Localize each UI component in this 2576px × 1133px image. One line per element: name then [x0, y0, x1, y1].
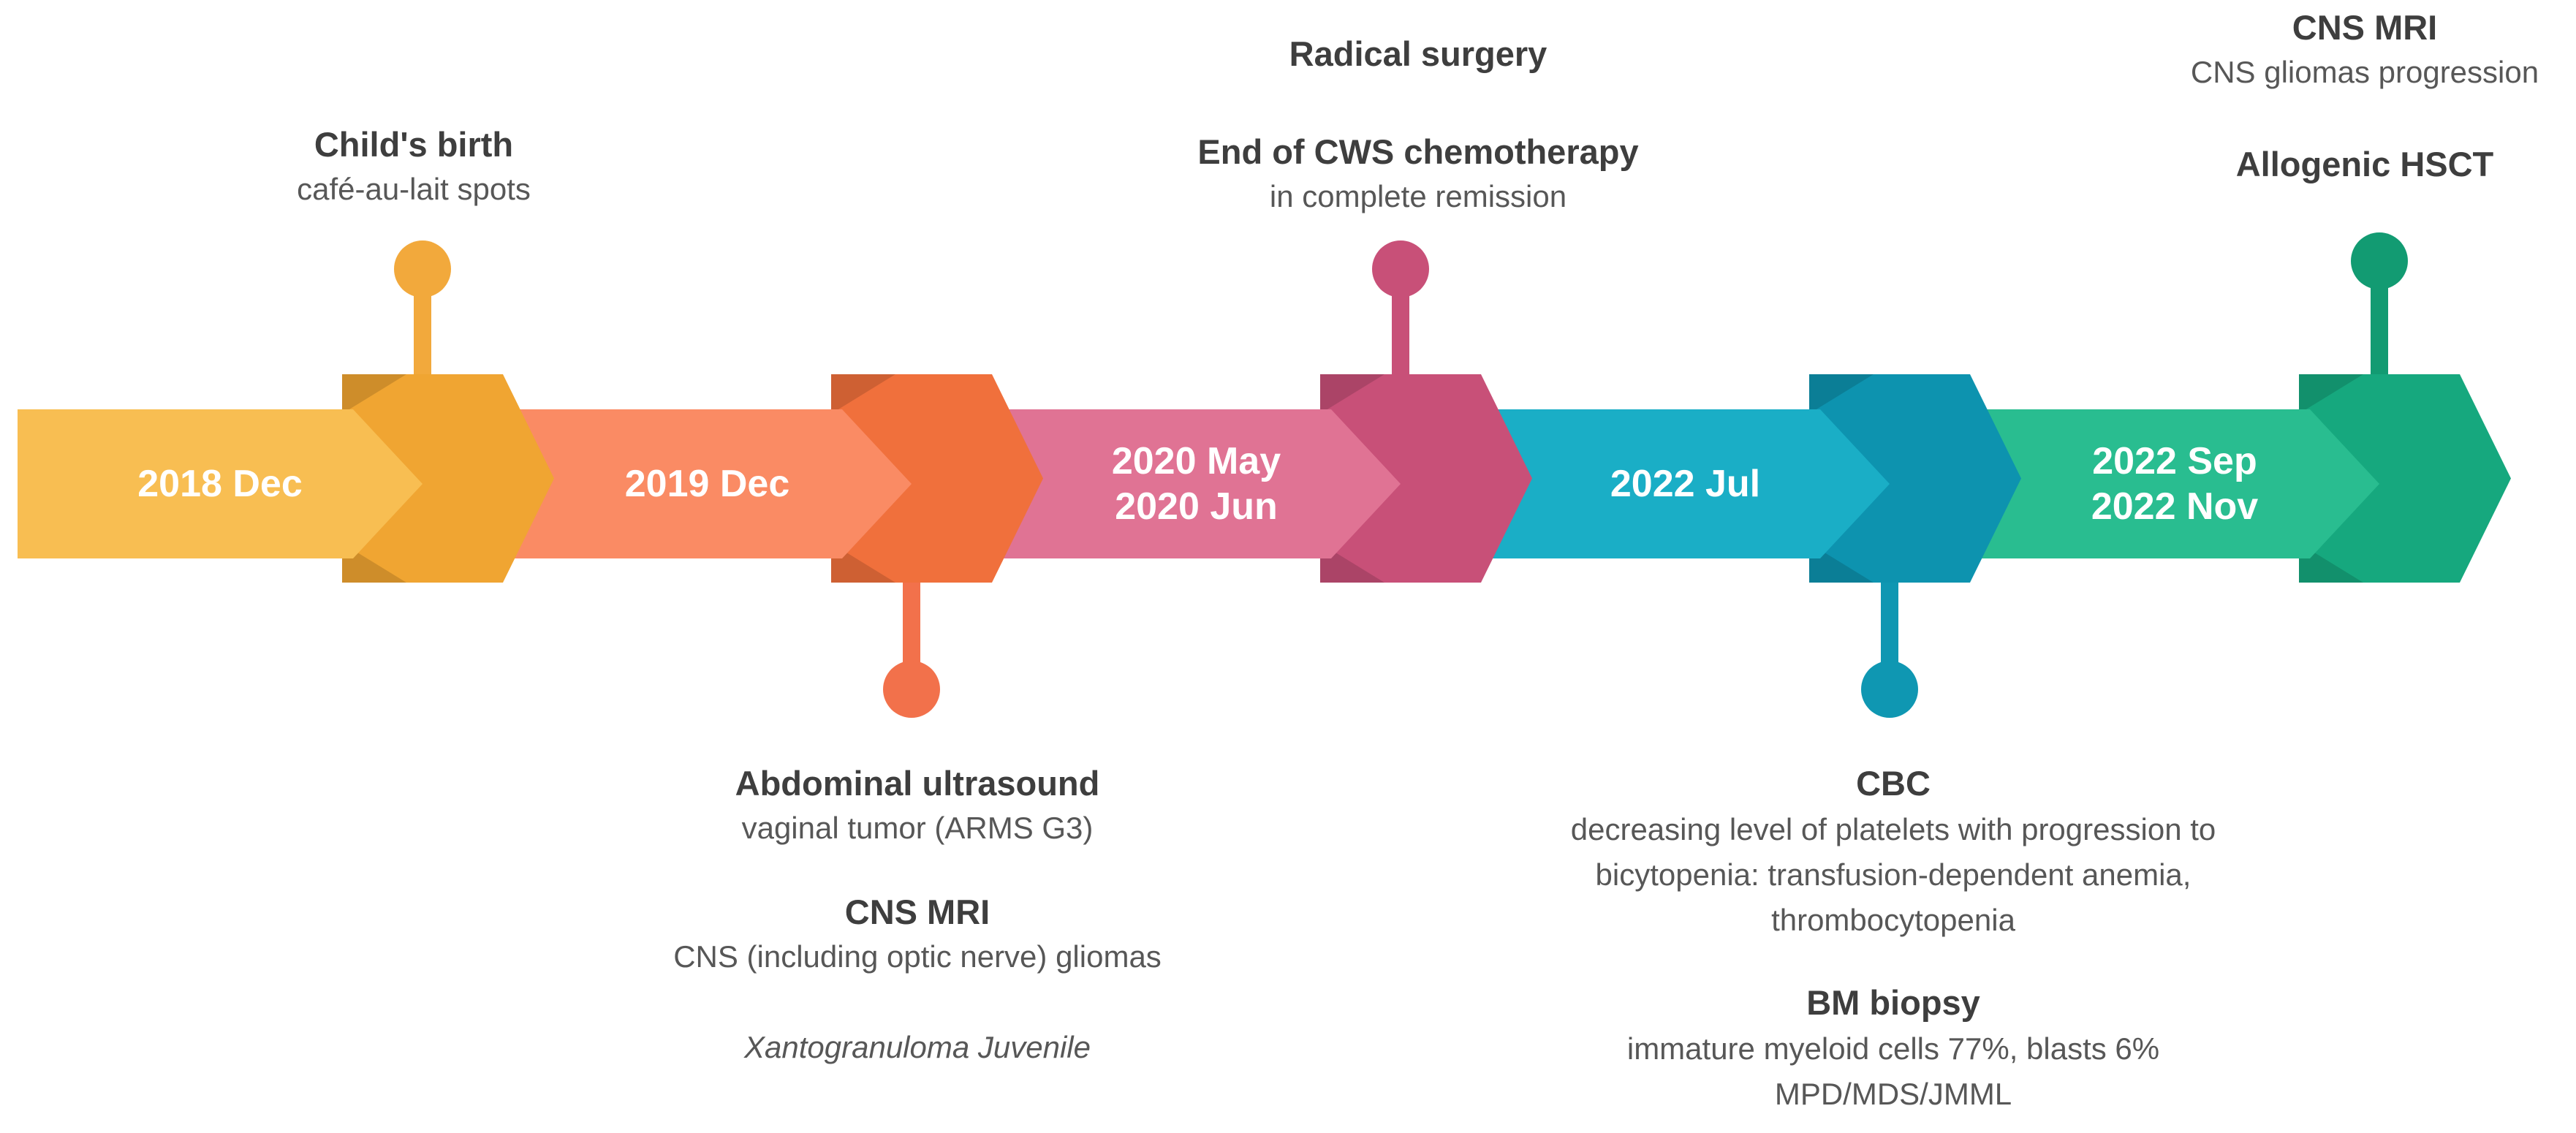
timeline-bar-2022-jul: 2022 Jul: [1481, 409, 1890, 558]
annotation-title: CNS MRI: [2292, 8, 2438, 47]
chevron-arrow-3: [1320, 374, 1532, 583]
annotation-title: BM biopsy: [1806, 983, 1980, 1022]
annotation-title: End of CWS chemotherapy: [1197, 132, 1639, 171]
annotation-subtitle: CNS (including optic nerve) gliomas: [673, 939, 1162, 974]
chevron-bevel-top: [2299, 374, 2363, 414]
annotation-bm-biopsy: BM biopsy immature myeloid cells 77%, bl…: [1627, 982, 2159, 1117]
timeline-bar-2022-sep-nov: 2022 Sep 2022 Nov: [1970, 409, 2379, 558]
bar-label-line1: 2019 Dec: [624, 463, 790, 505]
annotation-cbc: CBC decreasing level of platelets with p…: [1571, 763, 2216, 943]
chevron-bevel-top: [1320, 374, 1384, 414]
annotation-allogenic-hsct: Allogenic HSCT: [2236, 144, 2494, 185]
annotation-subtitle: CNS gliomas progression: [2190, 55, 2539, 89]
bar-label-line2: 2020 Jun: [1115, 485, 1278, 528]
pin-head-birth: [394, 240, 451, 298]
bar-label-line2: 2022 Nov: [2091, 485, 2259, 528]
bar-label-line1: 2020 May: [1111, 440, 1281, 482]
annotation-xantogranuloma: Xantogranuloma Juvenile: [744, 1025, 1091, 1070]
chevron-bevel-top: [1809, 374, 1874, 414]
annotation-line: decreasing level of platelets with progr…: [1570, 812, 2216, 846]
annotation-cns-mri-bottom: CNS MRI CNS (including optic nerve) glio…: [673, 892, 1162, 979]
annotation-title: Allogenic HSCT: [2235, 145, 2494, 183]
annotation-title: CNS MRI: [844, 893, 990, 931]
pin-head-abdominal: [883, 661, 940, 718]
chevron-bevel-top: [831, 374, 895, 414]
annotation-subtitle: in complete remission: [1269, 179, 1567, 213]
pin-stem-hsct: [2371, 281, 2388, 383]
pin-head-hsct: [2351, 232, 2408, 289]
annotation-subtitle: café-au-lait spots: [297, 172, 531, 206]
chevron-bevel-top: [342, 374, 406, 414]
pin-stem-abdominal: [903, 575, 920, 670]
annotation-title: Radical surgery: [1289, 34, 1548, 73]
pin-head-cws: [1372, 240, 1429, 298]
timeline-bar-2019-dec: 2019 Dec: [503, 409, 912, 558]
pin-stem-cws: [1392, 289, 1409, 384]
timeline-bar-2020-may-jun: 2020 May 2020 Jun: [992, 409, 1401, 558]
bar-label-line1: 2022 Jul: [1610, 463, 1761, 505]
annotation-line: MPD/MDS/JMML: [1774, 1077, 2012, 1111]
annotation-title: Abdominal ultrasound: [735, 764, 1100, 803]
annotation-line: bicytopenia: transfusion-dependent anemi…: [1595, 857, 2192, 892]
annotation-title: CBC: [1856, 764, 1931, 803]
chevron-arrow-2: [831, 374, 1043, 583]
annotation-line: immature myeloid cells 77%, blasts 6%: [1626, 1031, 2160, 1066]
annotation-abdominal-ultrasound: Abdominal ultrasound vaginal tumor (ARMS…: [735, 763, 1100, 851]
annotation-note: Xantogranuloma Juvenile: [744, 1030, 1091, 1064]
annotation-line: thrombocytopenia: [1771, 903, 2015, 937]
timeline-bar-2018-dec: 2018 Dec: [18, 409, 423, 558]
annotation-end-of-cws: End of CWS chemotherapy in complete remi…: [1197, 132, 1638, 219]
annotation-cns-mri-top: CNS MRI CNS gliomas progression: [2191, 7, 2539, 95]
pin-head-cbc: [1861, 661, 1918, 718]
bar-label-line1: 2022 Sep: [2092, 440, 2257, 482]
annotation-childs-birth: Child's birth café-au-lait spots: [297, 124, 531, 212]
annotation-radical-surgery: Radical surgery: [1289, 34, 1548, 75]
pin-stem-birth: [414, 289, 431, 384]
annotation-subtitle: vaginal tumor (ARMS G3): [741, 811, 1094, 845]
bar-label-line1: 2018 Dec: [137, 463, 303, 505]
pin-stem-cbc: [1881, 575, 1898, 670]
annotation-title: Child's birth: [314, 125, 514, 164]
